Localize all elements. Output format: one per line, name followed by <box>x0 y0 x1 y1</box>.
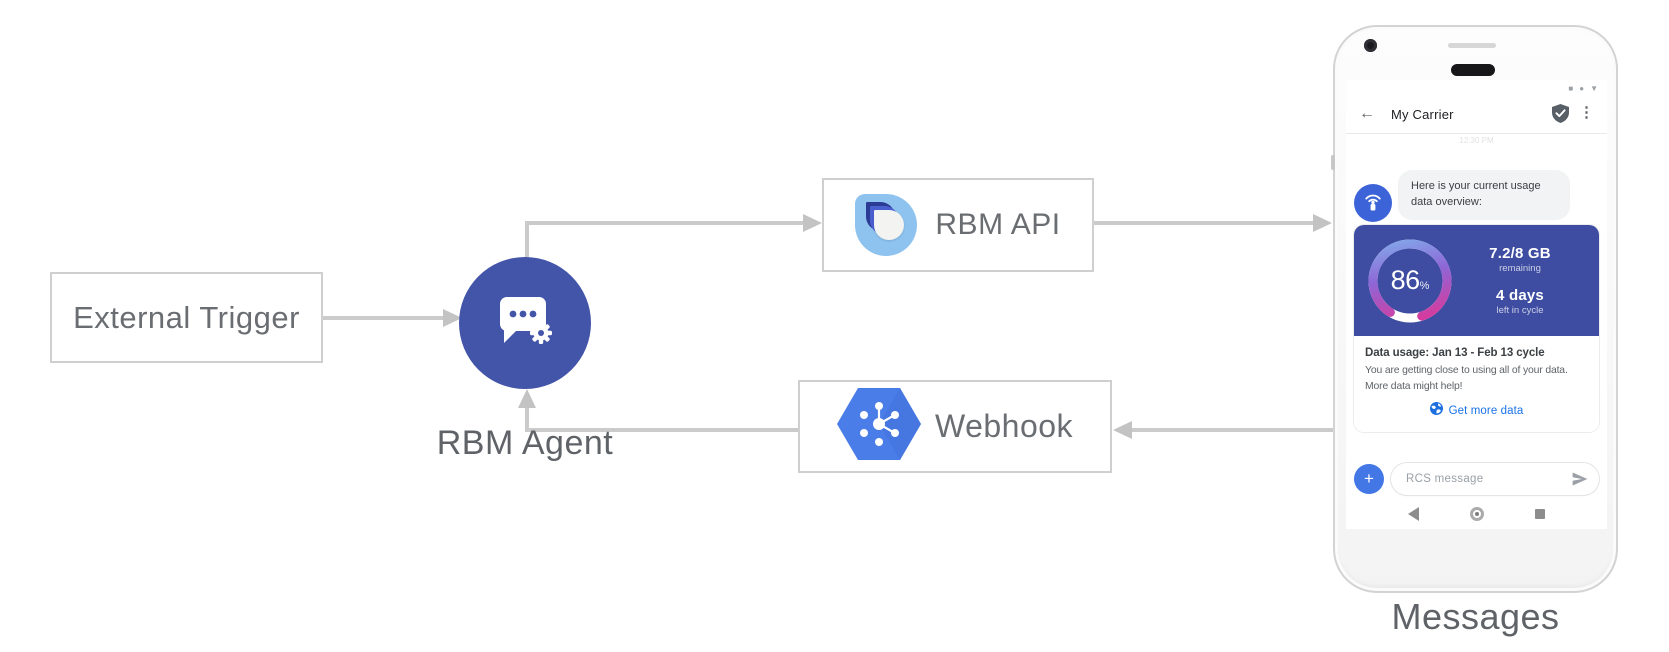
globe-icon <box>1429 402 1443 420</box>
cloud-hexagon-icon <box>836 386 921 467</box>
gauge-percent-value: 86 <box>1390 265 1421 295</box>
usage-card-body-line1: You are getting close to using all of yo… <box>1365 365 1568 376</box>
header-divider <box>1346 133 1607 134</box>
status-bar: ■ ● ▼ <box>1568 85 1598 93</box>
phone-device: ■ ● ▼ ← My Carrier ⋮ 12:30 PM <box>1331 25 1618 593</box>
connector-agent-up <box>525 221 529 261</box>
attach-plus-button[interactable]: + <box>1354 464 1384 494</box>
overflow-menu-icon[interactable]: ⋮ <box>1579 104 1594 121</box>
connector-phone-to-webhook <box>1132 428 1335 432</box>
rbm-agent-node <box>459 257 591 389</box>
nav-home-button[interactable] <box>1470 507 1484 521</box>
usage-card-body-line2: More data might help! <box>1365 380 1463 392</box>
rbm-agent-label: RBM Agent <box>436 424 614 462</box>
arrowhead-trigger-to-agent <box>443 309 462 327</box>
nav-back-button[interactable] <box>1408 507 1419 521</box>
back-icon[interactable]: ← <box>1359 105 1375 122</box>
broadcast-antenna-icon <box>1362 190 1384 217</box>
usage-card-summary: 86 % 7.2/8 GB remaining 4 days left in c… <box>1354 225 1599 336</box>
speaker-grille <box>1448 43 1496 48</box>
messages-app-label: Messages <box>1391 596 1560 637</box>
rbm-api-label: RBM API <box>935 208 1061 241</box>
conversation-title: My Carrier <box>1391 106 1454 122</box>
rbm-api-logo-icon <box>855 194 918 256</box>
usage-gauge: 86 % <box>1367 238 1453 324</box>
phone-screen: ■ ● ▼ ← My Carrier ⋮ 12:30 PM <box>1346 80 1607 529</box>
rbm-api-node: RBM API <box>822 178 1094 272</box>
send-icon[interactable] <box>1571 470 1589 488</box>
data-remaining-value: 7.2/8 GB <box>1489 245 1551 262</box>
webhook-label: Webhook <box>934 408 1074 444</box>
nav-recents-button[interactable] <box>1535 509 1545 519</box>
get-more-data-button[interactable]: Get more data <box>1365 402 1588 420</box>
verified-shield-icon <box>1552 104 1569 128</box>
status-square-icon: ■ <box>1568 84 1574 93</box>
chat-gear-icon <box>494 293 556 354</box>
status-dot-icon: ● <box>1579 84 1585 93</box>
gauge-percent-unit: % <box>1419 279 1430 292</box>
get-more-data-label: Get more data <box>1448 405 1524 418</box>
connector-webhook-return <box>525 428 798 432</box>
android-navbar <box>1346 504 1607 524</box>
usage-rich-card: 86 % 7.2/8 GB remaining 4 days left in c… <box>1354 225 1599 433</box>
side-button <box>1331 155 1335 170</box>
message-timestamp: 12:30 PM <box>1459 136 1494 145</box>
usage-card-detail: Data usage: Jan 13 - Feb 13 cycle You ar… <box>1354 336 1599 433</box>
arrowhead-phone-to-webhook <box>1113 421 1132 439</box>
arrowhead-webhook-to-agent <box>518 389 536 408</box>
message-composer: + <box>1346 463 1607 495</box>
rcs-message-input[interactable] <box>1406 463 1556 495</box>
carrier-avatar <box>1354 184 1392 222</box>
earpiece-speaker <box>1451 64 1495 76</box>
connector-api-to-phone <box>1094 221 1315 225</box>
status-triangle-icon: ▼ <box>1590 84 1598 93</box>
usage-stats: 7.2/8 GB remaining 4 days left in cycle <box>1453 245 1587 316</box>
usage-card-title: Data usage: Jan 13 - Feb 13 cycle <box>1365 347 1545 359</box>
arrowhead-agent-to-api <box>803 214 822 232</box>
data-remaining-label: remaining <box>1499 263 1541 274</box>
arrowhead-api-to-phone <box>1313 214 1332 232</box>
days-left-value: 4 days <box>1496 287 1544 304</box>
front-camera <box>1364 39 1377 52</box>
webhook-node: Webhook <box>798 380 1112 473</box>
connector-trigger-to-agent <box>323 316 445 320</box>
days-left-label: left in cycle <box>1496 305 1544 316</box>
external-trigger-node: External Trigger <box>50 272 323 363</box>
connector-webhook-up <box>525 406 529 432</box>
connector-agent-to-api <box>525 221 806 225</box>
message-input-pill <box>1391 463 1599 495</box>
external-trigger-label: External Trigger <box>73 299 300 335</box>
incoming-message-bubble: Here is your current usage data overview… <box>1398 170 1570 220</box>
conversation-header: ← My Carrier ⋮ <box>1346 96 1607 132</box>
